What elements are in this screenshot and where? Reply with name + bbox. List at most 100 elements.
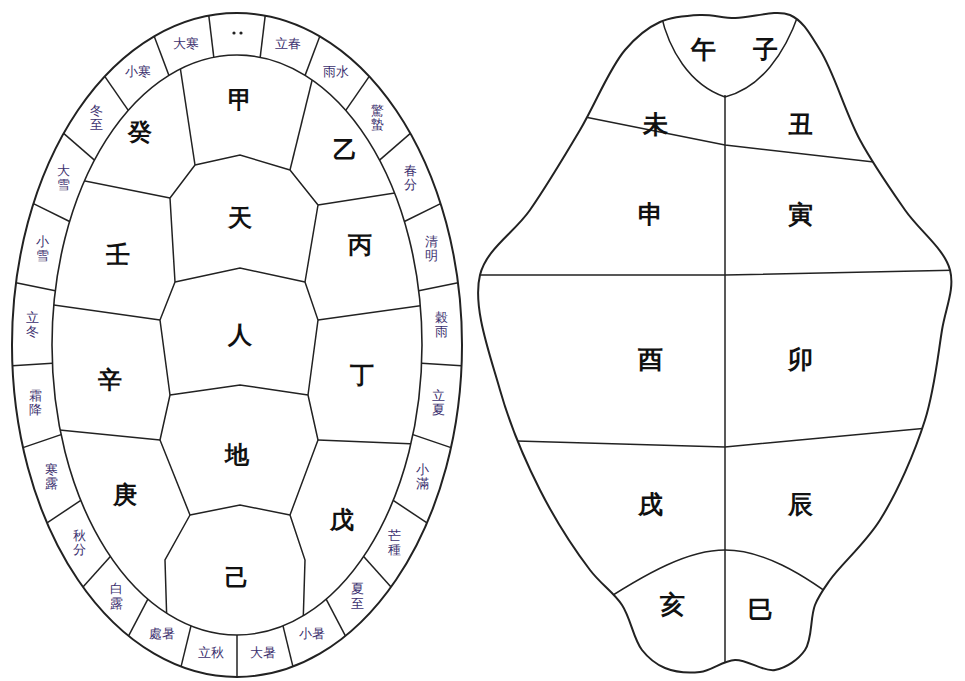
rim-divider bbox=[305, 36, 320, 75]
solar-term-label: 春分 bbox=[404, 164, 417, 193]
stem-label: 庚 bbox=[113, 482, 137, 508]
stem-scute: 戊 bbox=[330, 507, 354, 533]
rim-divider bbox=[181, 626, 191, 667]
stem-scute: 丙 bbox=[348, 232, 372, 258]
rim-dividers bbox=[12, 16, 461, 677]
stem-label: 壬 bbox=[106, 242, 130, 268]
solar-term-cell: 冬至 bbox=[90, 104, 103, 133]
rim-divider bbox=[260, 16, 265, 58]
scute-line bbox=[460, 270, 965, 275]
rim-divider bbox=[12, 363, 52, 366]
stem-scute: 辛 bbox=[98, 367, 122, 393]
rim-divider bbox=[413, 435, 451, 448]
scute-line bbox=[290, 40, 322, 170]
stem-scute: 丁 bbox=[350, 362, 374, 388]
carapace-outer-rim bbox=[12, 13, 462, 677]
scute-line bbox=[195, 155, 290, 170]
stem-label: 癸 bbox=[128, 119, 152, 145]
solar-term-label: 大暑 bbox=[250, 646, 276, 660]
stem-label: 人 bbox=[228, 322, 252, 348]
rim-divider bbox=[283, 626, 293, 667]
stem-label: 戊 bbox=[330, 507, 354, 533]
solar-term-cell: 白露 bbox=[110, 582, 123, 611]
dot-mark bbox=[232, 31, 235, 34]
scute-line bbox=[290, 395, 318, 515]
solar-term-label: 小滿 bbox=[416, 463, 429, 492]
branch-label: 未 bbox=[643, 111, 668, 139]
solar-term-label: 雨水 bbox=[323, 65, 349, 79]
rim-divider bbox=[346, 76, 370, 110]
branch-label: 巳 bbox=[748, 596, 773, 624]
solar-term-cell: 春分 bbox=[404, 164, 417, 193]
scute-line bbox=[318, 303, 440, 320]
solar-term-label: 立秋 bbox=[198, 646, 224, 660]
solar-term-cell: 芒種 bbox=[388, 529, 401, 558]
solar-term-cell: 霜降 bbox=[29, 389, 42, 418]
branch-scute: 寅 bbox=[788, 201, 813, 229]
branch-scute: 子 bbox=[753, 36, 778, 64]
solar-term-label: 清明 bbox=[425, 235, 438, 264]
stem-scute: 己 bbox=[225, 565, 249, 591]
scute-line bbox=[175, 268, 305, 282]
carapace-scute-lines bbox=[40, 40, 440, 660]
stem-scute: 地 bbox=[225, 442, 249, 468]
solar-term-label: 小寒 bbox=[125, 65, 151, 79]
solar-term-label: 夏至 bbox=[351, 582, 364, 611]
stem-label: 乙 bbox=[333, 137, 357, 163]
scute-line bbox=[318, 186, 440, 205]
carapace-inner-rim bbox=[52, 55, 422, 635]
branch-label: 酉 bbox=[638, 346, 663, 374]
stem-scute: 天 bbox=[228, 205, 252, 231]
solar-term-cell: 小滿 bbox=[416, 463, 429, 492]
stem-label: 辛 bbox=[98, 367, 122, 393]
scute-line bbox=[480, 425, 960, 447]
rim-divider bbox=[83, 556, 110, 587]
solar-term-label: 大雪 bbox=[57, 164, 70, 193]
solar-term-label: 立春 bbox=[275, 37, 301, 51]
solar-term-cell: 小暑 bbox=[299, 627, 325, 641]
solar-term-label: 冬至 bbox=[90, 104, 103, 133]
solar-term-label: 霜降 bbox=[29, 389, 42, 418]
solar-term-cell: 立秋 bbox=[198, 646, 224, 660]
branch-label: 午 bbox=[691, 36, 716, 64]
branch-scute: 戌 bbox=[638, 491, 663, 519]
solar-term-label: 芒種 bbox=[388, 529, 401, 558]
solar-term-cell: 立夏 bbox=[432, 389, 445, 418]
stem-scute: 甲 bbox=[228, 87, 252, 113]
branch-label: 申 bbox=[638, 201, 663, 229]
solar-term-label: 立夏 bbox=[432, 389, 445, 418]
branch-label: 辰 bbox=[788, 491, 813, 519]
stem-label: 丁 bbox=[350, 362, 374, 388]
stem-label: 己 bbox=[225, 565, 249, 591]
rim-divider bbox=[422, 363, 462, 366]
solar-term-cell: 小雪 bbox=[36, 235, 49, 264]
scute-line bbox=[160, 282, 175, 395]
scute-line bbox=[190, 505, 290, 515]
rim-divider bbox=[33, 204, 69, 222]
plastron-scute-lines bbox=[460, 10, 965, 680]
branch-label: 寅 bbox=[788, 201, 813, 229]
solar-term-cell: 處暑 bbox=[149, 627, 175, 641]
stem-label: 天 bbox=[228, 205, 252, 231]
solar-term-label: 大寒 bbox=[173, 37, 199, 51]
stem-scute: 人 bbox=[228, 322, 252, 348]
rim-divider bbox=[236, 635, 238, 677]
solar-term-cell: 大寒 bbox=[173, 37, 199, 51]
branch-scute: 丑 bbox=[788, 111, 813, 139]
scute-line bbox=[318, 440, 440, 445]
scute-line bbox=[160, 395, 190, 515]
stem-scute: 乙 bbox=[333, 137, 357, 163]
solar-term-label: 處暑 bbox=[149, 627, 175, 641]
scute-line bbox=[40, 303, 160, 320]
scute-line bbox=[40, 428, 160, 440]
scute-line bbox=[305, 282, 318, 395]
rim-divider bbox=[47, 500, 81, 523]
rim-divider bbox=[16, 283, 55, 291]
stem-scute: 庚 bbox=[113, 482, 137, 508]
stem-label: 地 bbox=[225, 442, 249, 468]
solar-term-cell: 穀雨 bbox=[435, 311, 448, 340]
rim-divider bbox=[393, 500, 427, 523]
solar-term-cell: 小寒 bbox=[125, 65, 151, 79]
solar-term-cell: 清明 bbox=[425, 235, 438, 264]
solar-term-cell: 大暑 bbox=[250, 646, 276, 660]
